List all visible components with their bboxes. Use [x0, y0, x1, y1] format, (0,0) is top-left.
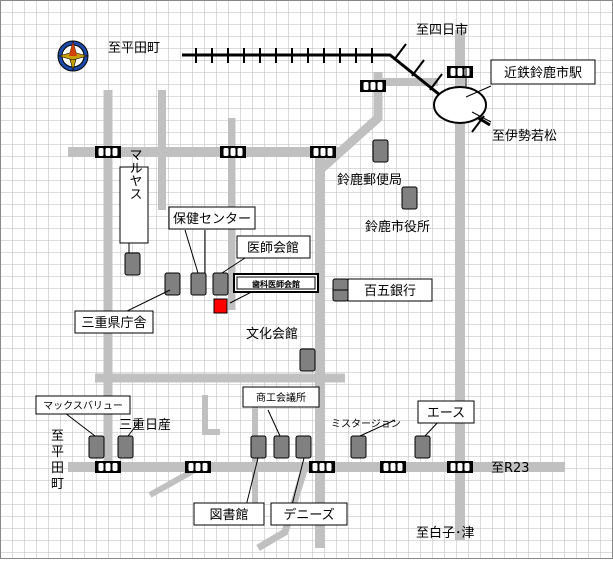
direction-shiroko-tsu: 至白子･津: [416, 525, 475, 541]
direction-hirata-left-1: 至: [51, 429, 64, 444]
mie-pref-label: 三重県庁舎: [81, 315, 146, 331]
building-ace: [414, 435, 431, 459]
hyakugo-label-box: [347, 278, 433, 302]
rail-tie: [471, 115, 485, 133]
traffic-signal-icon: [360, 80, 386, 92]
library-label-box: [193, 502, 265, 526]
maruyasu-label-box: [119, 166, 149, 244]
traffic-signal-icon: [309, 461, 335, 473]
building-shokokaigisho: [273, 435, 290, 459]
station-label-box: [490, 59, 596, 85]
shikaishikai-label-inner: [236, 276, 316, 290]
rail-ties: [195, 43, 485, 133]
direction-r23: 至R23: [491, 461, 530, 476]
building-mie-nissan: [117, 435, 134, 459]
rail-tie: [411, 59, 425, 77]
traffic-signal-icon: [380, 461, 406, 473]
station-ellipse: [433, 86, 487, 124]
traffic-signal-icon: [95, 146, 121, 158]
hoken-center-label-box: [168, 206, 256, 230]
building-dennys: [295, 435, 312, 459]
direction-yokkaichi: 至四日市: [416, 22, 468, 38]
road-small-lane: [202, 395, 220, 435]
traffic-signal-icon: [310, 146, 336, 158]
ishikai-label-box: [236, 235, 311, 259]
ishikai-label: 医師会館: [247, 241, 299, 256]
traffic-signals: [95, 66, 473, 473]
shikaishikai-label: 歯科医師会館: [252, 279, 300, 289]
buildings: [88, 139, 431, 459]
library-label: 図書館: [209, 508, 248, 523]
shokokaigisho-label-box: [242, 386, 320, 408]
road-diagonal-south: [256, 465, 309, 552]
ace-label: エース: [427, 406, 465, 421]
building-bunka-kaikan: [299, 348, 316, 372]
building-maruyasu: [124, 252, 141, 276]
traffic-signal-icon: [185, 461, 211, 473]
station-label: 近鉄鈴鹿市駅: [504, 65, 582, 81]
city-hall-label: 鈴鹿市役所: [365, 219, 430, 235]
max-value-label-box: [35, 395, 131, 415]
rail-tie: [429, 73, 443, 91]
direction-ise-wakamatsu: 至伊勢若松: [492, 128, 557, 144]
building-library: [250, 435, 267, 459]
max-value-label: マックスバリュー: [43, 400, 123, 412]
hoken-center-label: 保健センター: [173, 212, 251, 227]
rail-tie: [393, 43, 407, 61]
traffic-signal-icon: [220, 146, 246, 158]
building-mie-pref: [164, 272, 181, 296]
maruyasu-label: マルヤス: [127, 148, 143, 200]
hyakugo-label: 百五銀行: [364, 284, 416, 299]
building-city-hall: [401, 186, 418, 210]
building-mister-gion: [350, 435, 367, 459]
traffic-signal-icon: [447, 66, 473, 78]
building-hoken-center: [190, 272, 207, 296]
direction-hirata-top: 至平田町: [108, 41, 160, 56]
bunka-kaikan-label: 文化会館: [246, 327, 298, 342]
shikaishikai-label-box: [233, 273, 319, 293]
ace-label-box: [417, 400, 475, 424]
direction-hirata-left-2: 平: [51, 445, 64, 460]
dennys-label-box: [270, 502, 348, 526]
traffic-signal-icon: [447, 461, 473, 473]
shokokaigisho-label: 商工会議所: [256, 391, 306, 404]
building-max-value: [88, 435, 105, 459]
direction-hirata-left-4: 町: [51, 477, 64, 492]
mister-gion-label: ミスタージョン: [331, 418, 401, 430]
mie-pref-label-box: [74, 310, 154, 334]
direction-hirata-left-3: 田: [51, 461, 64, 476]
dennys-label: デニーズ: [283, 507, 334, 523]
building-post-office: [372, 139, 389, 163]
post-office-label: 鈴鹿郵便局: [337, 172, 402, 188]
compass-rose-icon: [57, 40, 89, 72]
traffic-signal-icon: [95, 461, 121, 473]
mie-nissan-label: 三重日産: [119, 417, 171, 433]
building-shikaishikai-target: [213, 298, 228, 314]
building-ishikai: [212, 272, 229, 296]
